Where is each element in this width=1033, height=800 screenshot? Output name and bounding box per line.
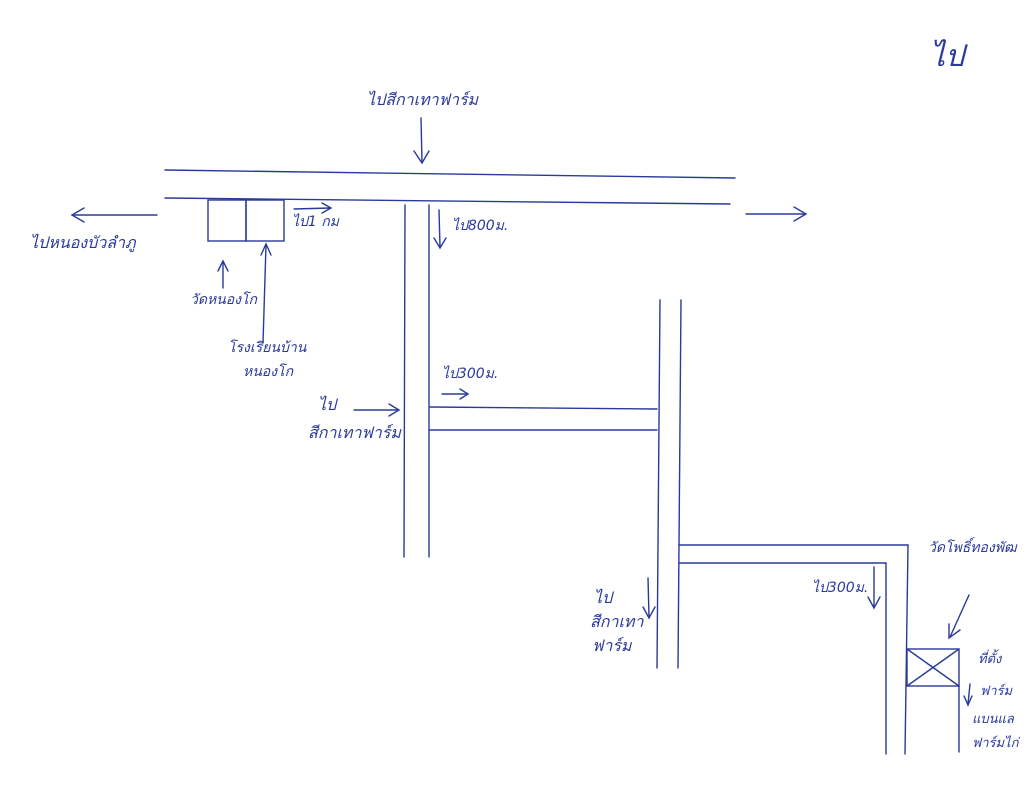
label-to-sakao-farm-left-2: สีกาเทาฟาร์ม <box>308 423 401 442</box>
vertical-road-right <box>885 544 909 755</box>
label-to-sakao-farm-left-1: ไป <box>318 395 337 414</box>
signature: ไป <box>930 39 965 74</box>
arrow-down-300m-right <box>867 566 881 610</box>
arrow-down-left-to-farm <box>948 594 970 640</box>
arrow-down-800m <box>433 209 447 250</box>
arrow-left-to-nong-bua-lamphu <box>70 207 158 223</box>
temple-school-buildings <box>207 199 285 242</box>
label-to-sakao-farm-bottom-1: ไป <box>594 588 613 607</box>
main-road <box>164 169 736 205</box>
arrow-right-to-sakao-farm <box>353 403 401 417</box>
label-wat-nong-kho: วัดหนองโก <box>190 292 257 308</box>
connecting-road-lower <box>678 544 909 564</box>
label-to-sakao-farm-top: ไปสีกาเทาฟาร์ม <box>367 90 479 109</box>
label-to-1km: ไป1 กม <box>292 214 339 230</box>
arrow-down-to-sakao-farm-bottom <box>642 577 656 620</box>
arrow-up-temple <box>217 259 229 289</box>
label-destination-1: ที่ตั้ง <box>978 652 1002 667</box>
label-to-800m: ไป800ม. <box>452 218 509 234</box>
label-to-sakao-farm-bottom-2: สีกาเทา <box>590 612 644 631</box>
label-school-line1: โรงเรียนบ้าน <box>228 340 307 356</box>
arrow-right-main-road <box>745 206 808 222</box>
label-temple-right: วัดโพธิ์ทองพัฒ <box>928 540 1017 556</box>
label-to-sakao-farm-bottom-3: ฟาร์ม <box>592 636 632 655</box>
vertical-road-2 <box>656 299 682 669</box>
label-to-nong-bua-lamphu: ไปหนองบัวลำภู <box>30 233 136 252</box>
arrow-up-school <box>260 242 272 344</box>
arrow-down-destination <box>963 683 973 707</box>
label-destination-4: ฟาร์มไก่ <box>972 736 1019 751</box>
connecting-road-middle <box>429 406 658 431</box>
arrow-right-300m-mid <box>441 388 470 400</box>
label-destination-3: แบนแล <box>972 712 1014 727</box>
arrow-right-1km <box>293 202 333 214</box>
label-to-300m-mid: ไป300ม. <box>442 366 499 382</box>
destination-farm-box <box>906 648 960 753</box>
label-to-300m-right: ไป300ม. <box>812 580 869 596</box>
arrow-down-top <box>413 117 430 165</box>
label-destination-2: ฟาร์ม <box>980 684 1013 699</box>
vertical-road-1 <box>403 204 430 558</box>
label-school-line2: หนองโก <box>243 364 294 380</box>
